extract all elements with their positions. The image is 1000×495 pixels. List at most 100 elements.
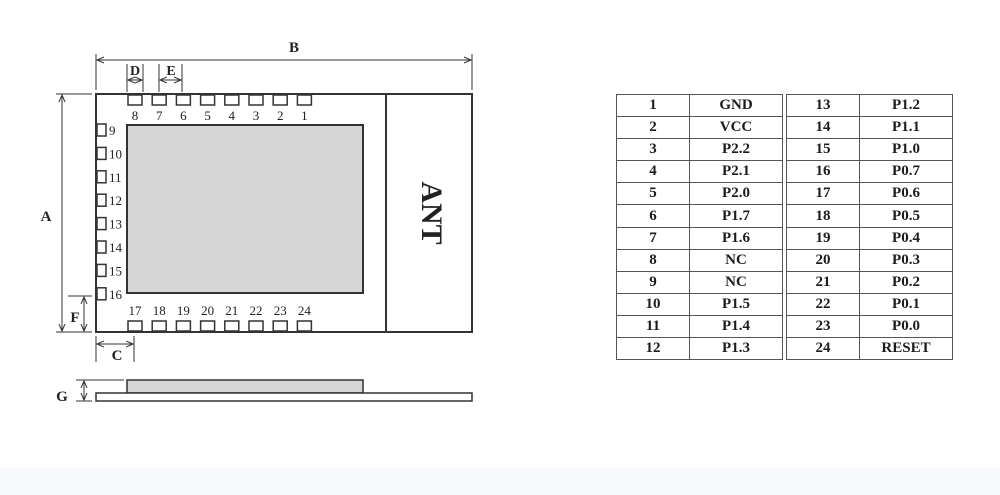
pin-pad (175, 94, 192, 106)
dimension-g-label: G (56, 389, 68, 405)
pin-number-cell: 21 (786, 270, 860, 294)
pin-number-cell: 2 (616, 116, 690, 140)
pin-number-label: 24 (298, 303, 312, 318)
footer-band (0, 468, 1000, 495)
pin-number-label: 3 (253, 108, 260, 123)
pin-number-label: 9 (109, 123, 116, 138)
pin-number-label: 6 (180, 108, 187, 123)
dimension-f-label: F (70, 310, 79, 326)
pin-number-cell: 24 (786, 337, 860, 361)
pin-number-label: 21 (225, 303, 238, 318)
pin-number-cell: 12 (616, 337, 690, 361)
pin-pad (96, 240, 107, 254)
pin-number-cell: 5 (616, 182, 690, 206)
pin-pad (296, 320, 313, 332)
pin-number-label: 11 (109, 170, 122, 185)
pin-number-cell: 22 (786, 292, 860, 316)
pin-number-cell: 15 (786, 138, 860, 162)
pin-name-cell: P0.1 (859, 292, 953, 316)
pin-number-cell: 14 (786, 116, 860, 140)
pin-number-cell: 1 (616, 93, 690, 118)
pin-pad (272, 320, 288, 332)
dimension-e-label: E (166, 64, 175, 79)
pin-number-label: 23 (274, 303, 287, 318)
pin-pad (224, 320, 240, 332)
pin-number-cell: 7 (616, 226, 690, 250)
pin-name-cell: P1.2 (859, 93, 953, 118)
pin-name-cell: GND (689, 93, 783, 118)
pin-number-label: 18 (153, 303, 166, 318)
pin-name-cell: P0.0 (859, 314, 953, 339)
pin-number-cell: 8 (616, 248, 690, 272)
pin-pad (296, 94, 313, 106)
pin-name-cell: P2.1 (689, 160, 783, 184)
pin-number-label: 19 (177, 303, 190, 318)
pin-name-cell: P0.6 (859, 182, 953, 206)
shield-can (126, 124, 364, 294)
pin-number-cell: 20 (786, 248, 860, 272)
pin-pad (96, 170, 107, 184)
pin-number-label: 5 (204, 108, 211, 123)
pin-number-cell: 16 (786, 160, 860, 184)
pin-name-cell: P2.2 (689, 138, 783, 162)
pin-number-label: 15 (109, 263, 122, 278)
pin-number-label: 2 (277, 108, 284, 123)
pin-number-cell: 3 (616, 138, 690, 162)
pin-pad (96, 123, 107, 137)
pin-number-label: 13 (109, 217, 122, 232)
dimension-b-label: B (289, 40, 299, 56)
pin-pad (175, 320, 192, 332)
pin-number-label: 7 (156, 108, 163, 123)
pin-pad (199, 94, 216, 106)
pin-number-label: 22 (250, 303, 263, 318)
pin-number-label: 8 (132, 108, 139, 123)
pin-pad (248, 320, 264, 332)
pin-pad (96, 287, 107, 301)
pin-pad (96, 263, 107, 278)
pin-number-label: 14 (109, 240, 123, 255)
pin-pad (127, 94, 143, 106)
pin-name-cell: P2.0 (689, 182, 783, 206)
pin-name-cell: P1.5 (689, 292, 783, 316)
pin-name-cell: P0.4 (859, 226, 953, 250)
dimension-c-label: C (112, 348, 123, 364)
pin-number-cell: 19 (786, 226, 860, 250)
pin-number-label: 10 (109, 146, 122, 161)
pin-name-cell: P1.0 (859, 138, 953, 162)
pin-pad (96, 193, 107, 207)
pin-name-cell: NC (689, 248, 783, 272)
pin-number-cell: 17 (786, 182, 860, 206)
dimension-a-label: A (41, 209, 52, 225)
pin-name-cell: NC (689, 270, 783, 294)
pin-number-cell: 10 (616, 292, 690, 316)
side-view-shield (126, 379, 364, 394)
pin-number-label: 20 (201, 303, 214, 318)
pin-name-cell: P0.2 (859, 270, 953, 294)
antenna-label: ANT (415, 181, 448, 244)
pin-pad (248, 94, 264, 106)
pin-number-cell: 4 (616, 160, 690, 184)
pin-number-cell: 18 (786, 204, 860, 228)
pin-pad (151, 320, 167, 332)
pin-name-cell: P1.4 (689, 314, 783, 339)
pin-name-cell: P1.7 (689, 204, 783, 228)
pin-number-cell: 6 (616, 204, 690, 228)
pin-number-cell: 11 (616, 314, 690, 339)
pin-number-cell: 13 (786, 93, 860, 118)
pin-name-cell: P0.3 (859, 248, 953, 272)
pin-number-label: 12 (109, 193, 122, 208)
